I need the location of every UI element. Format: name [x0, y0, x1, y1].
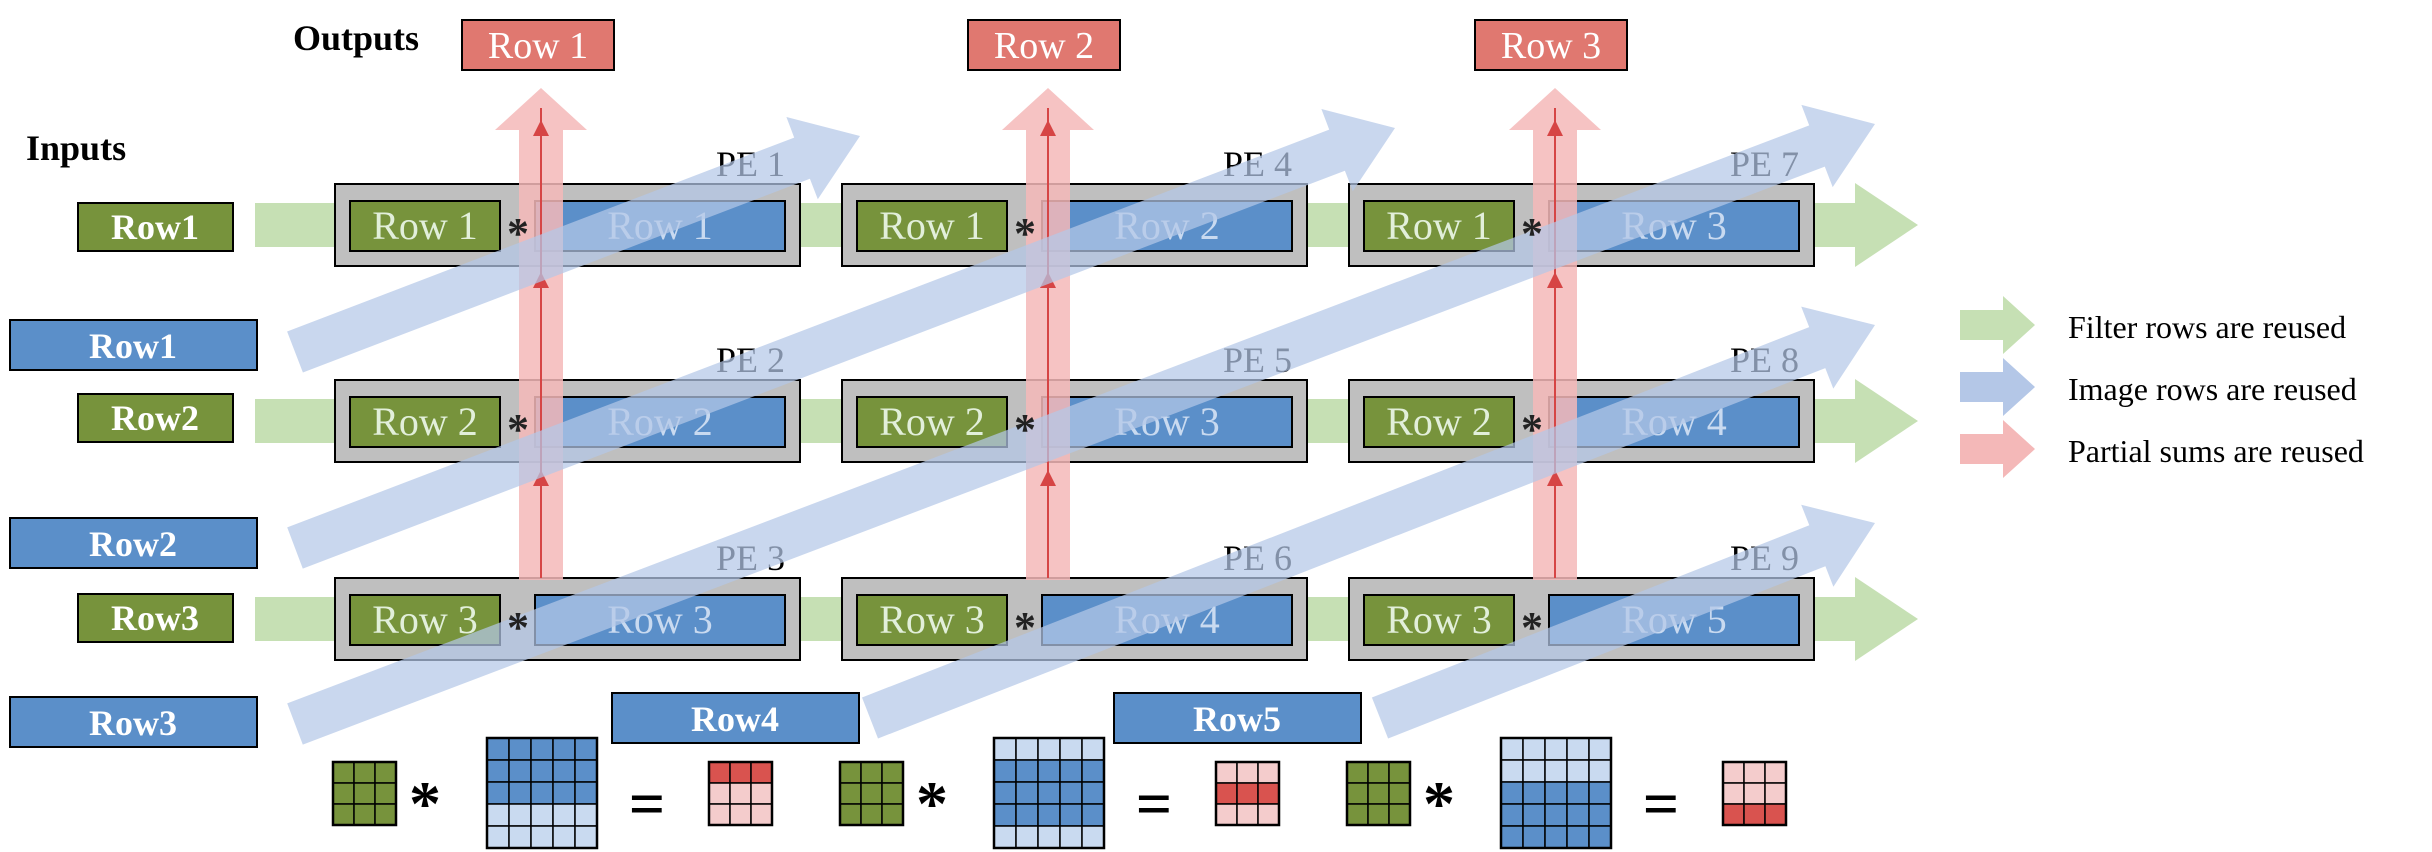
image-input-row5: Row5	[1113, 692, 1362, 744]
pe-convolve-operator: *	[1014, 209, 1036, 258]
pe-filter-row	[349, 396, 501, 448]
pe-convolve-operator: *	[1014, 405, 1036, 454]
equation-3-equals: =	[1643, 768, 1679, 839]
legend-image-reuse: Image rows are reused	[1960, 358, 2357, 416]
pe-filter-row-label: Row 1	[879, 203, 985, 248]
image-reuse-arrow-3	[287, 104, 1876, 745]
filter-input-row1: Row1	[77, 202, 234, 252]
pe-filter-row-label: Row 3	[879, 597, 985, 642]
pe-filter-row	[1363, 594, 1515, 646]
image-input-row2-label: Row2	[89, 524, 177, 564]
legend-filter-label: Filter rows are reused	[2068, 309, 2346, 345]
pe-convolution-operators: * * * * * * * * *	[507, 209, 1543, 652]
pe-convolve-operator: *	[1521, 603, 1543, 652]
pe-convolve-operator: *	[507, 405, 529, 454]
image-input-row3-label: Row3	[89, 703, 177, 743]
pe-convolve-operator: *	[1521, 209, 1543, 258]
image-matrix-1	[485, 736, 599, 850]
pe-filter-row-label: Row 2	[1386, 399, 1492, 444]
pe-convolve-operator: *	[1014, 603, 1036, 652]
filter-input-row2: Row2	[77, 393, 234, 443]
image-matrix-2	[992, 736, 1106, 850]
image-input-row4: Row4	[611, 692, 860, 744]
image-input-row5-label: Row5	[1193, 699, 1281, 739]
pe-filter-row-label: Row 3	[1386, 597, 1492, 642]
legend-psum-reuse: Partial sums are reused	[1960, 420, 2364, 478]
image-reuse-arrow-4	[862, 306, 1875, 739]
legend-psum-label: Partial sums are reused	[2068, 433, 2364, 469]
image-input-row1: Row1	[9, 319, 258, 371]
psum-arrow-3	[1509, 88, 1601, 580]
inputs-heading: Inputs	[26, 128, 126, 168]
filter-input-row1-label: Row1	[111, 207, 199, 247]
legend-image-arrow-icon	[1960, 358, 2035, 416]
image-reuse-arrow-2	[287, 109, 1396, 569]
image-reuse-arrows	[287, 104, 1876, 745]
image-input-row2: Row2	[9, 517, 258, 569]
legend-image-label: Image rows are reused	[2068, 371, 2357, 407]
output-row-3-label: Row 3	[1501, 25, 1601, 67]
psum-arrow-2	[1002, 88, 1094, 580]
output-row-2-label: Row 2	[994, 25, 1094, 67]
output-row-3: Row 3	[1474, 19, 1628, 71]
filter-input-row3: Row3	[77, 593, 234, 643]
equation-3-star: *	[1423, 768, 1455, 839]
output-row-1-label: Row 1	[488, 25, 588, 67]
filter-input-row2-label: Row2	[111, 398, 199, 438]
equation-2-equals: =	[1136, 768, 1172, 839]
pe-filter-row	[856, 396, 1008, 448]
pe-filter-row	[856, 200, 1008, 252]
pe-filter-row-label: Row 3	[372, 597, 478, 642]
equation-1-equals: =	[629, 768, 665, 839]
image-reuse-arrow-5	[1371, 504, 1875, 739]
pe-filter-row	[349, 200, 501, 252]
pe-filter-row-label: Row 2	[879, 399, 985, 444]
equation-2-star: *	[916, 768, 948, 839]
pe-filter-row	[1363, 200, 1515, 252]
pe-filter-row	[856, 594, 1008, 646]
image-input-row1-label: Row1	[89, 326, 177, 366]
matrix-equations	[331, 736, 1788, 850]
filter-matrix-1	[331, 760, 398, 827]
outputs-heading: Outputs	[293, 18, 419, 58]
pe-convolve-operator: *	[507, 603, 529, 652]
output-matrix-2	[1214, 760, 1281, 827]
legend-filter-arrow-icon	[1960, 296, 2035, 354]
partial-sum-arrows	[495, 88, 1601, 580]
output-row-1: Row 1	[461, 19, 615, 71]
filter-input-row3-label: Row3	[111, 598, 199, 638]
legend-psum-arrow-icon	[1960, 420, 2035, 478]
filter-matrix-2	[838, 760, 905, 827]
image-input-row4-label: Row4	[691, 699, 779, 739]
equation-1-star: *	[409, 768, 441, 839]
output-matrix-1	[707, 760, 774, 827]
output-row-2: Row 2	[967, 19, 1121, 71]
pe-filter-row	[1363, 396, 1515, 448]
filter-matrix-3	[1345, 760, 1412, 827]
legend-filter-reuse: Filter rows are reused	[1960, 296, 2346, 354]
pe-convolve-operator: *	[507, 209, 529, 258]
legend: Filter rows are reused Image rows are re…	[1960, 296, 2364, 478]
pe-convolve-operator: *	[1521, 405, 1543, 454]
image-matrix-3	[1499, 736, 1613, 850]
pe-filter-row-label: Row 1	[372, 203, 478, 248]
psum-arrow-1	[495, 88, 587, 580]
image-input-row3: Row3	[9, 696, 258, 748]
image-reuse-arrow-1	[287, 117, 861, 373]
output-matrix-3	[1721, 760, 1788, 827]
pe-filter-row-label: Row 2	[372, 399, 478, 444]
pe-filter-row-label: Row 1	[1386, 203, 1492, 248]
